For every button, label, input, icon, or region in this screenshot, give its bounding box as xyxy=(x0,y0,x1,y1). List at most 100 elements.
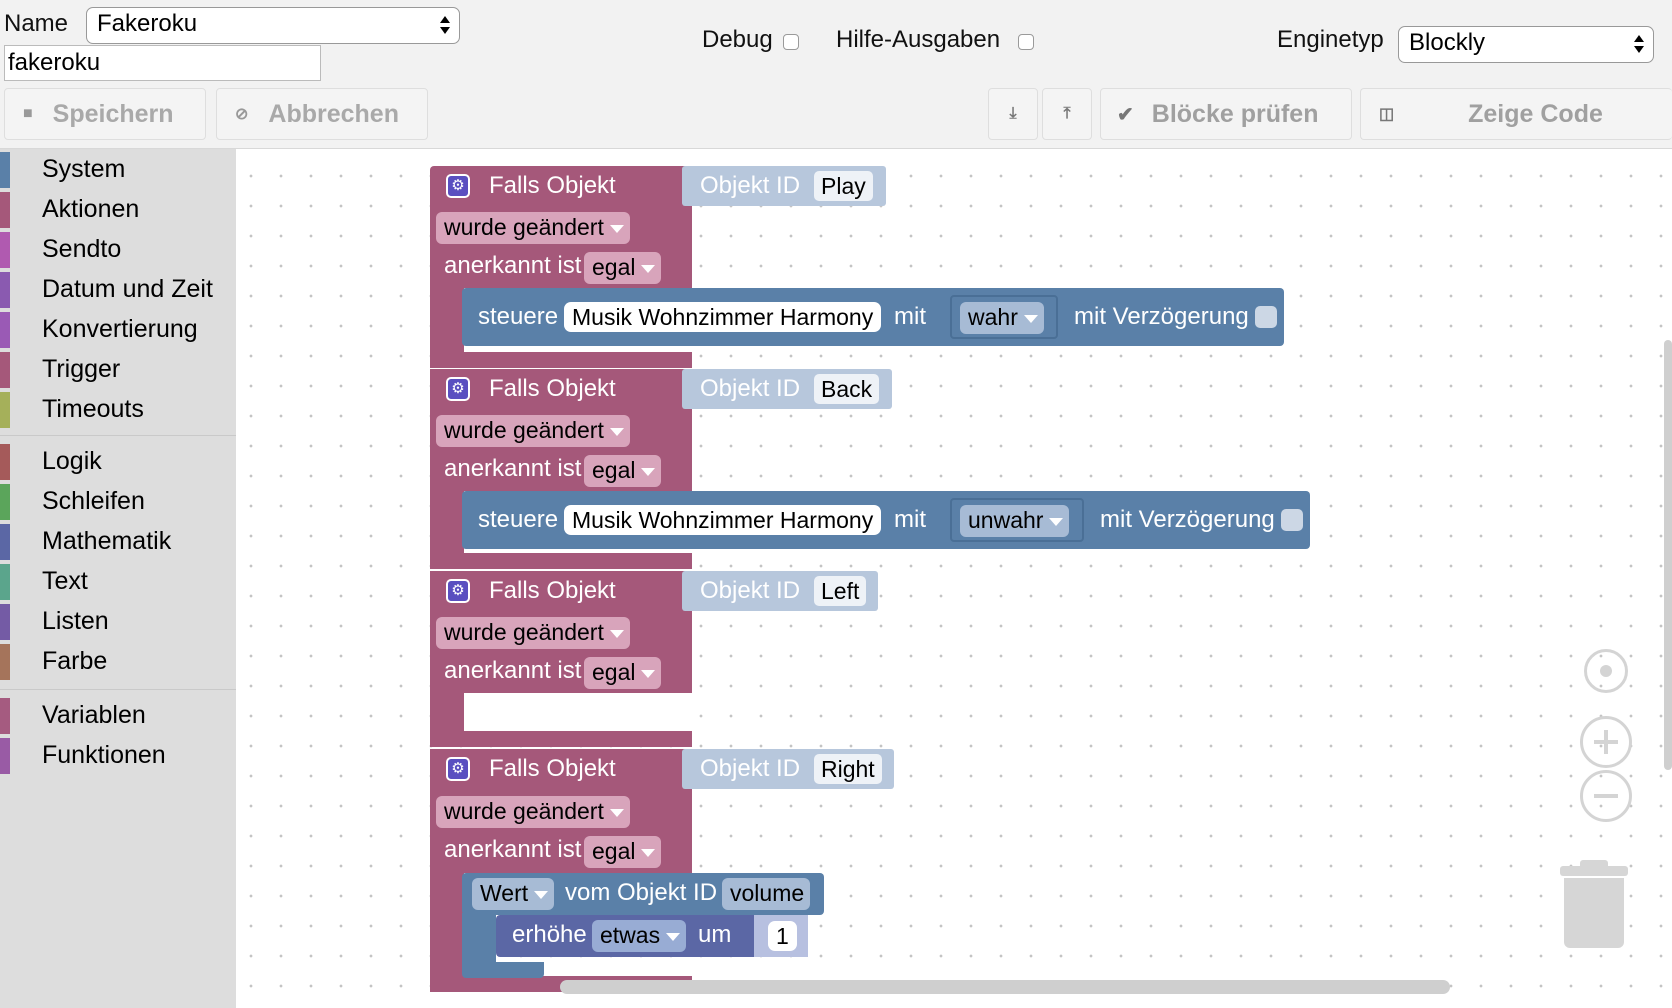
debug-checkbox[interactable] xyxy=(783,34,799,50)
toolbox-category-datum-und-zeit[interactable]: Datum und Zeit xyxy=(0,272,236,308)
changed-dropdown[interactable]: wurde geändert xyxy=(436,212,630,244)
changed-dropdown[interactable]: wurde geändert xyxy=(436,415,630,447)
delay-label: mit Verzögerung xyxy=(1074,303,1249,330)
toolbox-category-logik[interactable]: Logik xyxy=(0,444,236,480)
toolbox-separator xyxy=(0,689,236,690)
increment-block[interactable]: erhöhe etwas um 1 xyxy=(496,915,808,957)
control-block[interactable]: steuere Musik Wohnzimmer Harmony mit unw… xyxy=(462,491,1310,549)
trigger-title: Falls Objekt xyxy=(489,375,616,402)
objekt-id-block[interactable]: Objekt ID Left xyxy=(682,571,878,611)
name-input[interactable]: fakeroku xyxy=(4,45,321,81)
header-divider xyxy=(0,148,1672,149)
toolbox-category-trigger[interactable]: Trigger xyxy=(0,352,236,388)
ack-dropdown[interactable]: egal xyxy=(584,657,662,689)
zoom-in-icon[interactable] xyxy=(1580,716,1632,768)
gear-icon[interactable]: ⚙ xyxy=(446,174,470,198)
toolbox-category-aktionen[interactable]: Aktionen xyxy=(0,192,236,228)
show-code-button[interactable]: ◫ Zeige Code xyxy=(1360,88,1672,140)
get-value-block[interactable]: Wert vom Objekt ID volume xyxy=(462,873,824,915)
control-mit: mit xyxy=(894,506,926,533)
toolbox-category-schleifen[interactable]: Schleifen xyxy=(0,484,236,520)
toolbox-category-konvertierung[interactable]: Konvertierung xyxy=(0,312,236,348)
dropdown-arrow-icon xyxy=(1049,517,1064,526)
category-color-bar xyxy=(0,604,10,640)
toolbox-category-mathematik[interactable]: Mathematik xyxy=(0,524,236,560)
value-dropdown[interactable]: wahr xyxy=(960,302,1044,334)
objekt-id-label: Objekt ID xyxy=(700,375,801,402)
dropdown-arrow-icon xyxy=(609,427,624,436)
download-button[interactable]: ⤓ xyxy=(988,88,1038,140)
horizontal-scrollbar[interactable] xyxy=(560,980,1450,994)
zoom-out-icon[interactable] xyxy=(1580,770,1632,822)
cancel-button[interactable]: ⊘ Abbrechen xyxy=(216,88,428,140)
check-icon: ✔ xyxy=(1117,103,1134,126)
dropdown-arrow-icon xyxy=(641,264,656,273)
increment-amount[interactable]: 1 xyxy=(768,921,797,951)
value-socket xyxy=(950,295,1058,339)
center-workspace-icon[interactable] xyxy=(1584,649,1628,693)
debug-label: Debug xyxy=(702,26,773,53)
device-pill[interactable]: Musik Wohnzimmer Harmony xyxy=(564,302,882,332)
control-block[interactable]: steuere Musik Wohnzimmer Harmony mit wah… xyxy=(462,288,1284,346)
volume-id-field[interactable]: volume xyxy=(722,878,811,910)
objekt-id-block[interactable]: Objekt ID Right xyxy=(682,749,894,789)
trash-body xyxy=(1564,878,1624,948)
delay-checkbox[interactable] xyxy=(1281,509,1303,531)
hilfe-checkbox[interactable] xyxy=(1018,34,1034,50)
ack-dropdown[interactable]: egal xyxy=(584,455,662,487)
gear-icon[interactable]: ⚙ xyxy=(446,579,470,603)
category-color-bar xyxy=(0,192,10,228)
objekt-id-label: Objekt ID xyxy=(700,755,801,782)
ack-dropdown[interactable]: egal xyxy=(584,836,662,868)
empty-statement-slot xyxy=(464,693,692,731)
objekt-id-value[interactable]: Back xyxy=(814,374,880,404)
cancel-icon: ⊘ xyxy=(235,106,249,123)
trigger-block-footer xyxy=(430,731,692,747)
dropdown-arrow-icon xyxy=(666,932,681,941)
trigger-title: Falls Objekt xyxy=(489,172,616,199)
toolbox-category-listen[interactable]: Listen xyxy=(0,604,236,640)
category-color-bar xyxy=(0,312,10,348)
check-blocks-button[interactable]: ✔ Blöcke prüfen xyxy=(1100,88,1352,140)
changed-dropdown[interactable]: wurde geändert xyxy=(436,796,630,828)
wert-dropdown[interactable]: Wert xyxy=(472,878,555,910)
trigger-block-footer xyxy=(430,553,692,569)
value-dropdown[interactable]: unwahr xyxy=(960,505,1070,537)
ack-dropdown[interactable]: egal xyxy=(584,252,662,284)
category-color-bar xyxy=(0,738,10,774)
vertical-scrollbar[interactable] xyxy=(1664,340,1672,770)
objekt-id-value[interactable]: Right xyxy=(814,754,882,784)
gear-icon[interactable]: ⚙ xyxy=(446,757,470,781)
delay-checkbox[interactable] xyxy=(1255,306,1277,328)
increment-um: um xyxy=(698,921,732,948)
gear-icon[interactable]: ⚙ xyxy=(446,377,470,401)
toolbox-category-farbe[interactable]: Farbe xyxy=(0,644,236,680)
variable-dropdown[interactable]: etwas xyxy=(592,920,687,952)
ack-label: anerkannt ist xyxy=(444,252,582,279)
toolbox-category-timeouts[interactable]: Timeouts xyxy=(0,392,236,428)
toolbox-category-funktionen[interactable]: Funktionen xyxy=(0,738,236,774)
save-button[interactable]: ■ Speichern xyxy=(4,88,206,140)
engine-select[interactable]: Blockly xyxy=(1398,26,1654,63)
upload-button[interactable]: ⤒ xyxy=(1042,88,1092,140)
objekt-id-block[interactable]: Objekt ID Back xyxy=(682,369,892,409)
center-dot xyxy=(1600,665,1612,677)
objekt-id-value[interactable]: Play xyxy=(814,171,873,201)
toolbox-category-sendto[interactable]: Sendto xyxy=(0,232,236,268)
minus-horizontal xyxy=(1594,794,1618,798)
objekt-id-block[interactable]: Objekt ID Play xyxy=(682,166,886,206)
dropdown-arrow-icon xyxy=(609,808,624,817)
name-label: Name xyxy=(4,10,69,37)
changed-dropdown[interactable]: wurde geändert xyxy=(436,617,630,649)
device-pill[interactable]: Musik Wohnzimmer Harmony xyxy=(564,505,882,535)
toolbox-category-system[interactable]: System xyxy=(0,152,236,188)
engine-label: Enginetyp xyxy=(1277,26,1384,53)
get-value-footer xyxy=(462,962,544,978)
toolbox-category-variablen[interactable]: Variablen xyxy=(0,698,236,734)
trash-icon[interactable] xyxy=(1560,860,1630,950)
hilfe-label: Hilfe-Ausgaben xyxy=(836,26,1001,53)
objekt-id-value[interactable]: Left xyxy=(814,576,867,606)
toolbox-category-text[interactable]: Text xyxy=(0,564,236,600)
category-color-bar xyxy=(0,272,10,308)
name-select[interactable]: Fakeroku xyxy=(86,7,460,44)
